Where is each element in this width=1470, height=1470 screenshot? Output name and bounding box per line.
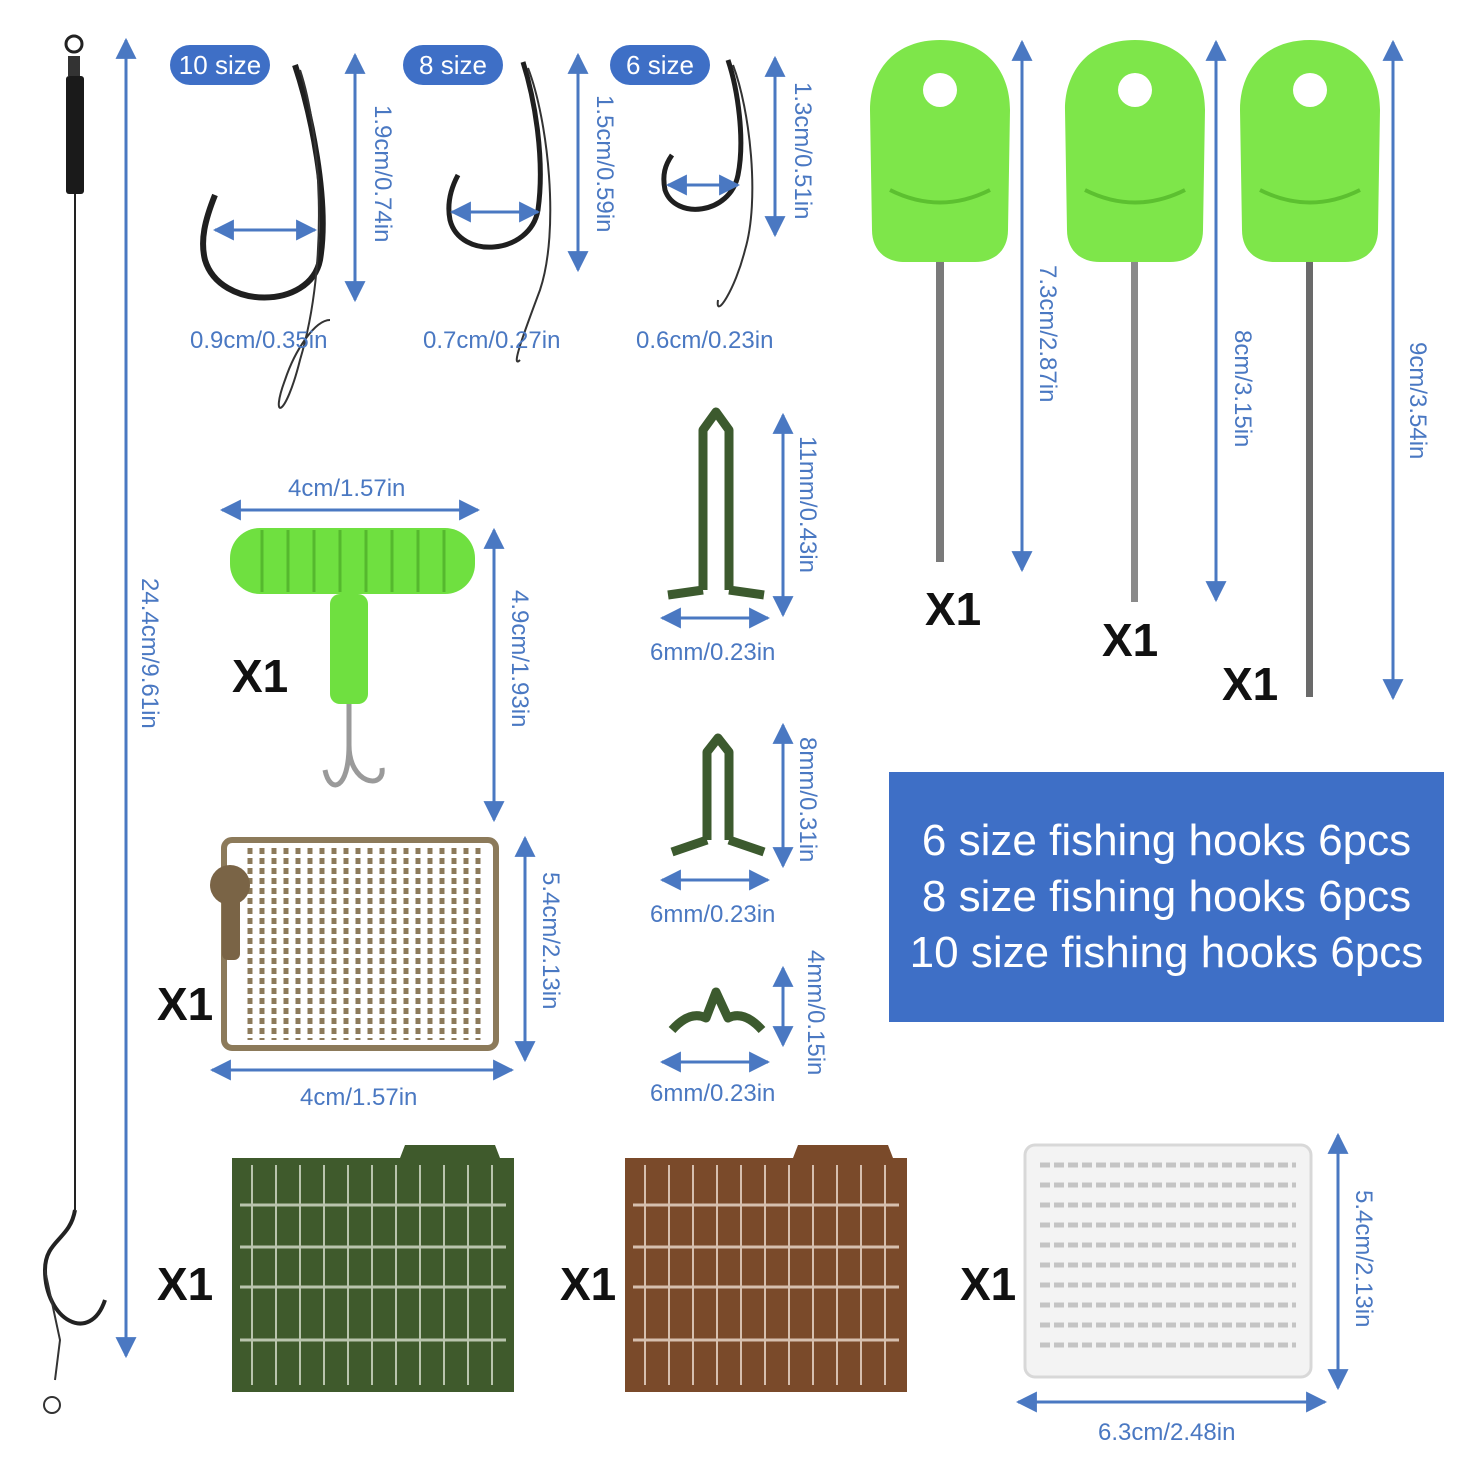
stop-width-label: 6mm/0.23in <box>650 639 775 666</box>
needle-length-label: 9cm/3.54in <box>1404 342 1431 459</box>
qty-label: X1 <box>560 1258 616 1310</box>
hook-6-size: 6 size <box>610 45 754 308</box>
hook-gap-label: 0.7cm/0.27in <box>423 327 560 354</box>
puller-width-label: 4cm/1.57in <box>288 475 405 502</box>
qty-label: X1 <box>157 978 213 1030</box>
stop-width-label: 6mm/0.23in <box>650 901 775 928</box>
hair-rig <box>42 34 107 1414</box>
stop-height-label: 8mm/0.31in <box>794 737 821 862</box>
boilie-stop-sheet-brown <box>625 1145 907 1392</box>
qty-label: X1 <box>960 1258 1016 1310</box>
boilie-stop-sheet-green <box>232 1145 514 1392</box>
info-line: 6 size fishing hooks 6pcs <box>921 816 1412 865</box>
clear-bead-rack <box>1023 1143 1313 1379</box>
stop-height-label: 11mm/0.43in <box>794 436 821 573</box>
needle-1 <box>870 40 1010 562</box>
hook-size-pill: 8 size <box>419 50 487 80</box>
qty-label: X1 <box>1102 614 1158 666</box>
qty-label: X1 <box>925 583 981 635</box>
info-line: 8 size fishing hooks 6pcs <box>921 872 1412 921</box>
rack-height-label: 5.4cm/2.13in <box>537 872 564 1009</box>
hook-gap-label: 0.9cm/0.35in <box>190 327 327 354</box>
hook-stop-small <box>668 987 766 1034</box>
qty-label: X1 <box>1222 658 1278 710</box>
qty-label: X1 <box>157 1258 213 1310</box>
clear-rack-height-label: 5.4cm/2.13in <box>1350 1190 1377 1327</box>
hook-gap-label: 0.6cm/0.23in <box>636 327 773 354</box>
hook-size-pill: 6 size <box>626 50 694 80</box>
clear-rack-width-label: 6.3cm/2.48in <box>1098 1419 1235 1446</box>
needle-3 <box>1240 40 1380 697</box>
rack-width-label: 4cm/1.57in <box>300 1084 417 1111</box>
needle-2 <box>1065 40 1205 602</box>
hook-length-label: 1.3cm/0.51in <box>789 82 816 219</box>
needle-length-label: 7.3cm/2.87in <box>1034 265 1061 402</box>
knot-puller <box>230 528 475 788</box>
info-box: 6 size fishing hooks 6pcs 8 size fishing… <box>889 772 1444 1022</box>
puller-height-label: 4.9cm/1.93in <box>506 590 533 727</box>
hook-length-label: 1.5cm/0.59in <box>591 95 618 232</box>
rig-length-label: 24.4cm/9.61in <box>136 578 163 729</box>
hook-8-size: 8 size <box>403 45 552 363</box>
hook-size-pill: 10 size <box>179 50 261 80</box>
info-line: 10 size fishing hooks 6pcs <box>909 928 1424 977</box>
bead-rack <box>210 837 499 1051</box>
stop-height-label: 4mm/0.15in <box>802 950 829 1075</box>
hook-stop-large <box>667 407 765 600</box>
hook-stop-medium <box>670 733 766 857</box>
hook-10-size: 10 size <box>170 45 331 409</box>
hook-length-label: 1.9cm/0.74in <box>369 105 396 242</box>
needle-length-label: 8cm/3.15in <box>1229 330 1256 447</box>
qty-label: X1 <box>232 650 288 702</box>
stop-width-label: 6mm/0.23in <box>650 1080 775 1107</box>
